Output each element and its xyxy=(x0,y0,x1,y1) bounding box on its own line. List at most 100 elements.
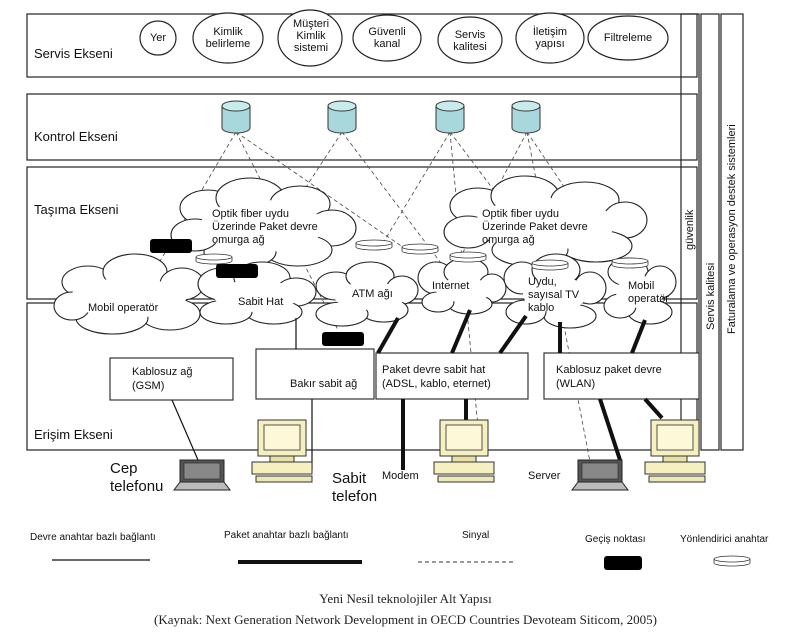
service-item: Servis kalitesi xyxy=(453,29,487,53)
caption-source: (Kaynak: Next Generation Network Develop… xyxy=(154,612,657,627)
circuit-lines xyxy=(171,318,313,470)
wireless-box-label: (GSM) xyxy=(132,380,165,392)
gateway-icon xyxy=(150,239,192,253)
mobile-operator2-label: operatör xyxy=(628,293,669,305)
router-icon xyxy=(611,257,649,269)
wireless-box-label: Kablosuz ağ xyxy=(132,366,193,378)
copper-box xyxy=(255,348,375,400)
service-item: Müşteri Kimlik sistemi xyxy=(292,18,330,54)
fixed-line-label: Sabit Hat xyxy=(238,296,284,308)
service-item: Kimlik belirleme xyxy=(205,26,251,50)
gateway-icon xyxy=(322,332,364,346)
caption-title: Yeni Nesil teknolojiler Alt Yapısı xyxy=(319,591,492,606)
legend-symbols xyxy=(52,555,751,570)
router-icon xyxy=(401,243,439,255)
control-axis-label: Kontrol Ekseni xyxy=(34,129,118,144)
laptop-icon xyxy=(571,459,629,491)
laptop-icon xyxy=(173,459,231,491)
qos-label: Servis kalitesi xyxy=(705,262,717,330)
computer-icon xyxy=(433,419,495,483)
satellite-label: Uydu, xyxy=(528,276,557,288)
service-item: İletişim yapısı xyxy=(532,26,568,50)
service-item: Yer xyxy=(149,32,167,44)
service-ellipse xyxy=(139,20,177,56)
computer-icon xyxy=(644,419,706,483)
modem-label: Modem xyxy=(382,470,419,482)
service-ellipse xyxy=(587,15,669,61)
wireless-box xyxy=(109,357,234,401)
legend-packet-label: Paket anahtar bazlı bağlantı xyxy=(224,530,349,541)
router-icon xyxy=(355,239,393,251)
backbone-cloud-left xyxy=(170,177,357,269)
service-item: Filtreleme xyxy=(603,32,653,44)
database-icon xyxy=(327,100,357,134)
gateway-icon xyxy=(604,556,642,570)
qos-bar xyxy=(700,13,720,451)
server-label: Server xyxy=(528,470,561,482)
backbone-left-label: Optik fiber uydu xyxy=(212,208,290,220)
backbone-left-label: omurga ağ xyxy=(212,234,265,246)
atm-cloud xyxy=(315,261,419,327)
atm-label: ATM ağı xyxy=(352,288,393,300)
backbone-right-label: Üzerinde Paket devre xyxy=(482,221,588,233)
mobile-operator2-label: Mobil xyxy=(628,280,655,292)
service-axis-label: Servis Ekseni xyxy=(34,46,113,61)
database-icon xyxy=(511,100,541,134)
router-icon xyxy=(449,251,487,263)
fixed-cloud xyxy=(197,261,317,325)
clouds xyxy=(53,175,677,335)
legend-signal-label: Sinyal xyxy=(462,530,490,541)
service-band xyxy=(26,13,698,78)
legend-gateway-label: Geçiş noktası xyxy=(585,534,646,545)
security-label: güvenlik xyxy=(684,209,696,250)
service-ellipse xyxy=(352,14,422,62)
devices xyxy=(173,419,706,491)
packet-fixed-box-label: (ADSL, kablo, eternet) xyxy=(382,378,491,390)
transport-axis-label: Taşıma Ekseni xyxy=(34,202,119,217)
backbone-cloud-right xyxy=(443,175,648,267)
fixed-phone-label: Sabit xyxy=(332,470,367,487)
access-axis-label: Erişim Ekseni xyxy=(34,427,113,442)
cell-phone-label: telefonu xyxy=(110,478,164,495)
access-boxes xyxy=(109,348,700,401)
router-icon xyxy=(713,555,751,567)
router-icon xyxy=(531,259,569,271)
backbone-right-label: Optik fiber uydu xyxy=(482,208,560,220)
packet-fixed-box-label: Paket devre sabit hat xyxy=(382,364,486,376)
billing-label: Faturalama ve operasyon destek sistemler… xyxy=(726,124,738,334)
copper-box-label: Bakır sabit ağ xyxy=(290,378,358,390)
service-ellipse xyxy=(437,16,503,64)
internet-label: Internet xyxy=(432,280,470,292)
control-servers xyxy=(221,100,541,134)
wireless-packet-box-label: Kablosuz paket devre xyxy=(556,364,662,376)
computer-icon xyxy=(251,419,313,483)
database-icon xyxy=(435,100,465,134)
router-icon xyxy=(195,253,233,265)
satellite-label: sayısal TV xyxy=(528,289,580,301)
mobile-operator-label: Mobil operatör xyxy=(88,302,159,314)
legend-circuit-label: Devre anahtar bazlı bağlantı xyxy=(30,532,156,543)
mobile-cloud xyxy=(53,253,205,335)
wireless-packet-box-label: (WLAN) xyxy=(556,378,596,390)
legend-router-label: Yönlendirici anahtar xyxy=(680,534,769,545)
packet-lines xyxy=(376,309,664,470)
service-ellipse xyxy=(515,12,585,64)
billing-bar xyxy=(720,13,744,451)
fixed-phone-label: telefon xyxy=(332,488,378,505)
gateways xyxy=(150,239,364,346)
internet-cloud xyxy=(417,257,507,315)
service-ellipse xyxy=(192,12,264,64)
control-band xyxy=(26,93,698,161)
packet-fixed-box xyxy=(375,352,529,400)
service-item: Güvenli kanal xyxy=(368,26,406,50)
gateway-icon xyxy=(216,264,258,278)
wireless-packet-box xyxy=(543,352,700,400)
cell-phone-label: Cep xyxy=(110,460,138,477)
database-icon xyxy=(221,100,251,134)
backbone-right-label: omurga ağ xyxy=(482,234,535,246)
service-ellipse xyxy=(277,9,343,67)
service-ellipses xyxy=(139,9,669,67)
backbone-left-label: Üzerinde Paket devre xyxy=(212,221,318,233)
satellite-label: kablo xyxy=(528,302,555,314)
